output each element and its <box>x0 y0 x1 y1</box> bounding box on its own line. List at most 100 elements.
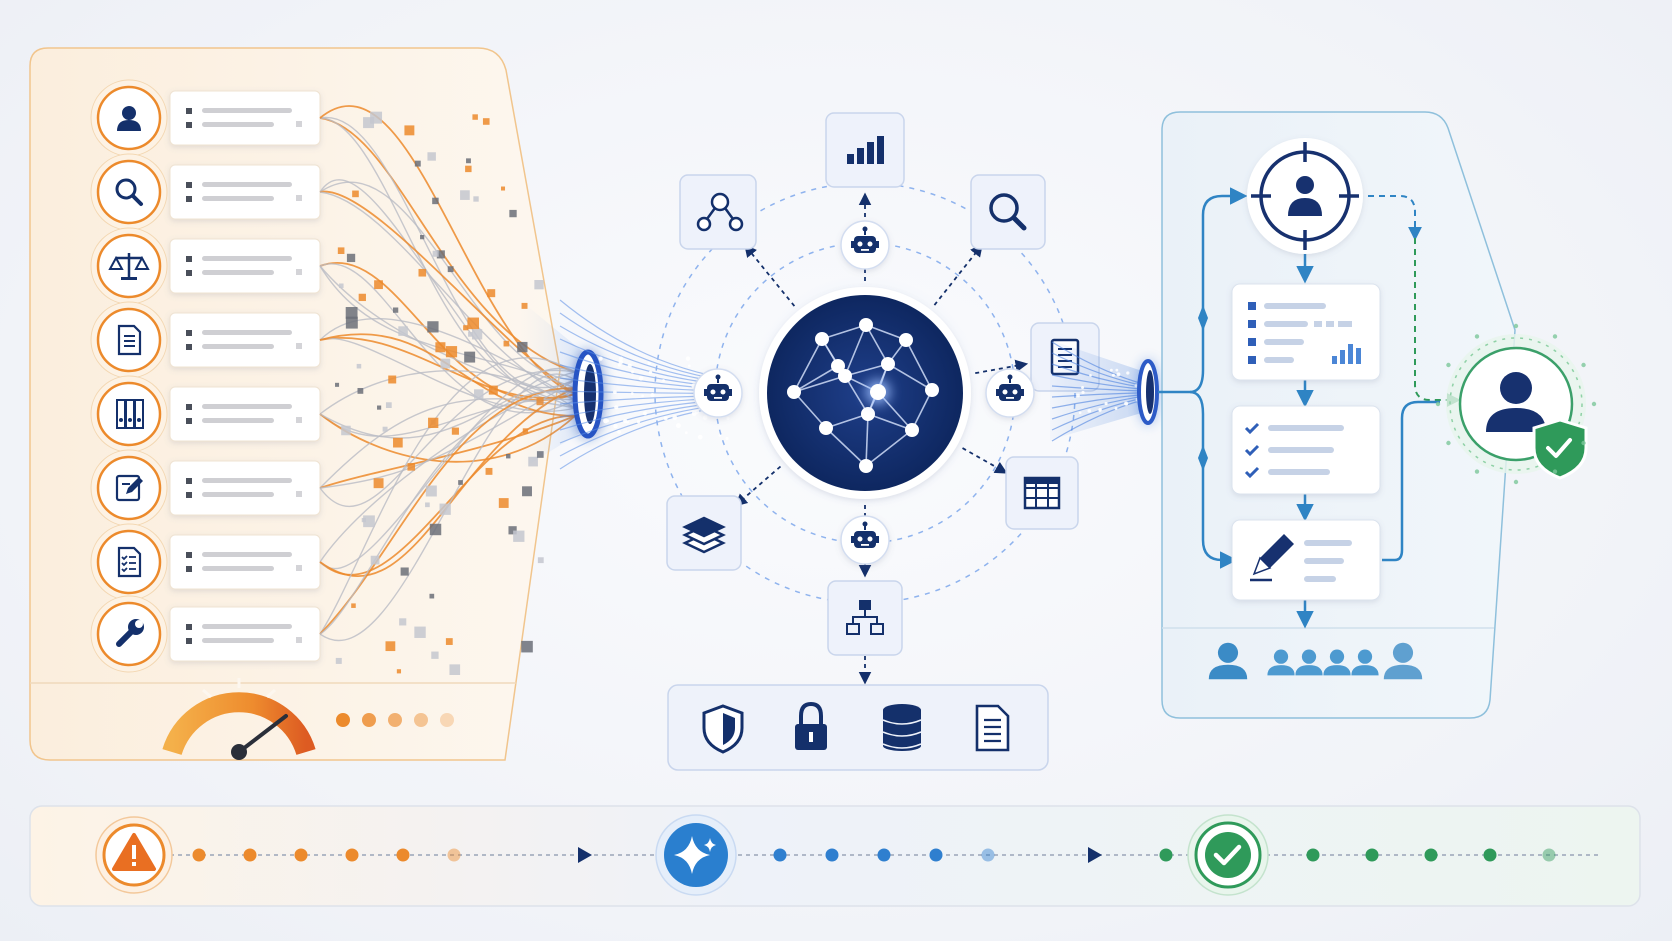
gauge-dot <box>440 713 454 727</box>
particle <box>345 316 358 329</box>
magnify-icon <box>970 174 1046 250</box>
particle <box>474 389 484 399</box>
particle <box>506 453 511 459</box>
verified-user-icon <box>1446 334 1588 480</box>
timeline-dot <box>1542 848 1556 862</box>
particle <box>373 478 384 489</box>
particle <box>473 196 479 202</box>
particle <box>445 638 453 645</box>
file-icon <box>975 704 1010 752</box>
particle <box>398 326 408 336</box>
particle <box>458 480 463 485</box>
agent-hub <box>654 112 1100 771</box>
particle <box>370 555 380 565</box>
particle <box>427 321 439 333</box>
particle <box>485 467 493 475</box>
particle <box>363 515 375 528</box>
particle <box>407 463 416 471</box>
particle <box>449 664 461 676</box>
input-row <box>90 79 321 157</box>
input-row <box>90 153 321 231</box>
gauge-dot <box>336 713 350 727</box>
particle <box>427 152 436 161</box>
particle <box>404 125 415 136</box>
wrench-icon <box>90 595 168 673</box>
particle <box>392 307 399 313</box>
gauge-dots <box>336 713 454 727</box>
search-icon <box>90 153 168 231</box>
timeline-dot <box>396 848 410 862</box>
timeline-dots <box>192 848 1556 862</box>
particle <box>436 250 445 259</box>
lock-icon <box>795 701 827 750</box>
robot-icon <box>693 368 743 418</box>
particle <box>471 329 483 340</box>
particle <box>463 325 469 331</box>
output-funnel <box>1050 340 1159 442</box>
particle <box>432 250 439 257</box>
network-graph-icon <box>679 174 757 250</box>
particle <box>439 503 451 515</box>
input-row <box>90 523 321 601</box>
stream-to-workflow <box>1051 341 1146 442</box>
particle <box>418 268 427 277</box>
particle <box>488 385 498 395</box>
timeline-dot <box>773 848 787 862</box>
data-particles <box>335 111 544 676</box>
layers-icon <box>666 495 742 571</box>
particle <box>351 603 356 608</box>
particle <box>370 111 383 124</box>
particle <box>522 486 532 497</box>
neural-network-icon <box>759 287 971 499</box>
particle <box>356 363 362 369</box>
progress-timeline <box>29 805 1641 907</box>
robot-icon <box>840 220 890 270</box>
particle <box>345 307 358 319</box>
input-row <box>90 375 321 453</box>
table-icon <box>1005 456 1079 530</box>
particle <box>377 405 382 410</box>
database-icon <box>882 704 922 751</box>
target-user-icon <box>1247 138 1363 254</box>
particle <box>447 266 454 273</box>
particle <box>431 651 439 659</box>
check-icon <box>1187 814 1269 896</box>
particle <box>429 593 435 599</box>
particle <box>460 190 470 200</box>
particle <box>414 626 426 638</box>
particle <box>385 402 392 408</box>
particle <box>482 118 490 125</box>
list-card <box>1231 283 1381 381</box>
particle <box>468 331 473 337</box>
particle <box>435 342 446 353</box>
input-row <box>90 301 321 379</box>
timeline-dot <box>192 848 206 862</box>
particle <box>428 417 439 429</box>
timeline-dot <box>1159 848 1173 862</box>
shield-icon <box>702 704 744 754</box>
timeline-dot <box>1365 848 1379 862</box>
input-rows <box>90 79 321 673</box>
timeline-dot <box>345 848 359 862</box>
timeline-dot <box>981 848 995 862</box>
team-icon <box>1208 642 1423 680</box>
binders-icon <box>90 375 168 453</box>
scale-icon <box>90 227 168 305</box>
robot-icon <box>985 368 1035 418</box>
particle <box>432 197 439 205</box>
particle <box>472 114 478 120</box>
particle <box>337 247 345 254</box>
gauge-dot <box>362 713 376 727</box>
timeline-dot <box>1306 848 1320 862</box>
left-panel <box>29 47 576 761</box>
hub-arrow <box>734 465 782 507</box>
gauge-dot <box>388 713 402 727</box>
particle <box>467 317 479 330</box>
particle <box>429 523 442 536</box>
warning-icon <box>95 816 173 894</box>
hub-arrow <box>962 447 1008 474</box>
particle <box>388 375 397 384</box>
checklist-card <box>1231 405 1381 495</box>
